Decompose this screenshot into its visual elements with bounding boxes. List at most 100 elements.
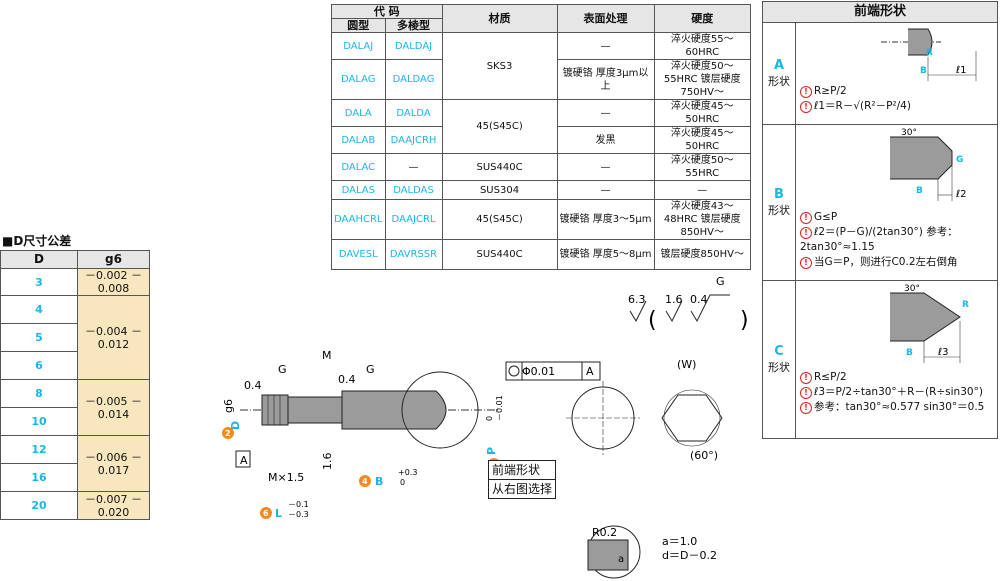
svg-text:R: R [962,300,969,310]
code-link[interactable]: DALDAG [384,59,443,100]
code-link[interactable]: DALAG [331,59,386,100]
svg-text:2: 2 [225,429,231,438]
svg-text:R0.2: R0.2 [592,526,617,539]
d-value: 6 [0,351,78,380]
code-link[interactable]: DAAJCRL [384,199,443,240]
svg-text:1.6: 1.6 [321,453,334,471]
tip-shape-callout-title: 前端形状 [488,460,557,480]
code-link[interactable]: DALAJ [331,32,386,60]
shape-b-cell: 30° G B ℓ2 !G≤P !ℓ2＝(P－G)/(2tan30°) 参考：2… [795,124,998,281]
svg-text:30°: 30° [901,128,917,138]
hardness-cell: 淬火硬度43～48HRC 镀层硬度850HV～ [653,199,752,240]
shape-a-note: !ℓ1＝R－√(R²－P²/4) [800,99,997,114]
svg-text:0.4: 0.4 [690,293,708,306]
header-g6: g6 [77,250,150,269]
code-link[interactable]: DALAC [331,153,386,181]
d-value: 8 [0,379,78,408]
svg-text:): ) [740,308,749,333]
svg-text:ℓ2: ℓ2 [956,189,967,200]
shape-b-note: !ℓ2＝(P－G)/(2tan30°) 参考：2tan30°≈1.15 [800,226,958,253]
d-value: 5 [0,323,78,352]
code-link[interactable]: DALA [331,99,386,127]
g6-value: －0.006 －0.017 [77,435,150,492]
marker-icon [260,507,272,519]
svg-text:0: 0 [400,478,405,487]
svg-text:M×1.5: M×1.5 [268,471,304,484]
flatness-icon [508,365,520,377]
g6-value: －0.002 －0.008 [77,268,150,296]
marker-icon [359,475,371,487]
flatness-frame [505,361,601,381]
surface-cell: 镀硬铬 厚度3μm以上 [556,59,655,100]
tolerance-title: ■D尺寸公差 [2,234,72,248]
svg-text:B: B [920,66,927,76]
code-link[interactable]: DALDAS [384,180,443,200]
code-link[interactable]: DALAB [331,126,386,154]
warning-icon: ! [800,212,812,224]
hardness-cell: — [653,180,752,200]
surface-cell: — [556,153,655,181]
hardness-cell: 淬火硬度55～60HRC [653,32,752,60]
svg-text:L: L [275,507,282,520]
shape-a-cell: R B ℓ1 !R≥P/2 !ℓ1＝R－√(R²－P²/4) [795,22,998,125]
svg-text:6.3: 6.3 [628,293,646,306]
d-value: 4 [0,295,78,324]
material-cell: 45(S45C) [441,99,558,154]
tip-shape-callout[interactable]: 前端形状 从右图选择 [488,460,557,499]
code-link[interactable]: DAVESL [331,239,386,270]
header-d: D [0,250,78,269]
header-round: 圆型 [331,18,386,33]
shape-b-figure: 30° G B ℓ2 [890,128,967,201]
svg-text:6: 6 [263,509,269,518]
svg-text:R: R [926,48,933,58]
shape-c-note: !ℓ3＝P/2÷tan30°＋R－(R÷sin30°) [800,385,997,400]
surface-cell: 镀硬铬 厚度5～8μm [556,239,655,270]
g6-value: －0.007 －0.020 [77,491,150,520]
code-link[interactable]: DAAHCRL [331,199,386,240]
code-link[interactable]: DALAS [331,180,386,200]
code-link[interactable]: DALDAJ [384,32,443,60]
warning-icon: ! [800,257,812,269]
svg-text:－0.1: －0.1 [288,500,309,509]
hardness-cell: 淬火硬度45～50HRC [653,126,752,154]
svg-text:(: ( [648,308,657,333]
hardness-cell: 淬火硬度45～50HRC [653,99,752,127]
surface-cell: 发黑 [556,126,655,154]
groove-detail: R0.2 a a＝1.0 d＝D－0.2 [587,525,717,579]
surface-cell: — [556,99,655,127]
code-link[interactable]: DALDA [384,99,443,127]
svg-text:ℓ1: ℓ1 [956,65,967,76]
svg-text:0.4: 0.4 [338,373,356,386]
surface-cell: 镀硬铬 厚度3～5μm [556,199,655,240]
header-material: 材质 [441,4,558,33]
svg-text:A: A [240,454,248,467]
tip-shape-title: 前端形状 [762,1,998,23]
svg-text:Φ0.01: Φ0.01 [522,365,555,378]
material-cell: SKS3 [441,32,558,100]
svg-text:－0.3: －0.3 [288,510,309,519]
code-cell: — [384,153,443,181]
svg-text:0.4: 0.4 [244,379,262,392]
svg-text:(W): (W) [677,358,696,371]
material-cell: 45(S45C) [441,199,558,240]
header-poly: 多棱型 [384,18,443,33]
drawing-labels: G M 0.4 0.4 G M×1.5 1.6 Φ0.01 A A (W) (6… [222,349,718,520]
code-link[interactable]: DAAJCRH [384,126,443,154]
warning-icon: ! [800,86,812,98]
d-value: 10 [0,407,78,436]
warning-icon: ! [800,387,812,399]
svg-text:G: G [278,363,287,376]
svg-text:G: G [366,363,375,376]
svg-text:a＝1.0: a＝1.0 [662,535,697,548]
svg-text:0: 0 [485,416,494,421]
svg-text:G: G [956,155,963,165]
hardness-cell: 淬火硬度50～55HRC [653,153,752,181]
svg-text:4: 4 [362,477,368,486]
d-value: 3 [0,268,78,296]
svg-text:B: B [916,186,923,196]
shape-c-figure: 30° R B ℓ3 [890,284,969,363]
d-value: 12 [0,435,78,464]
